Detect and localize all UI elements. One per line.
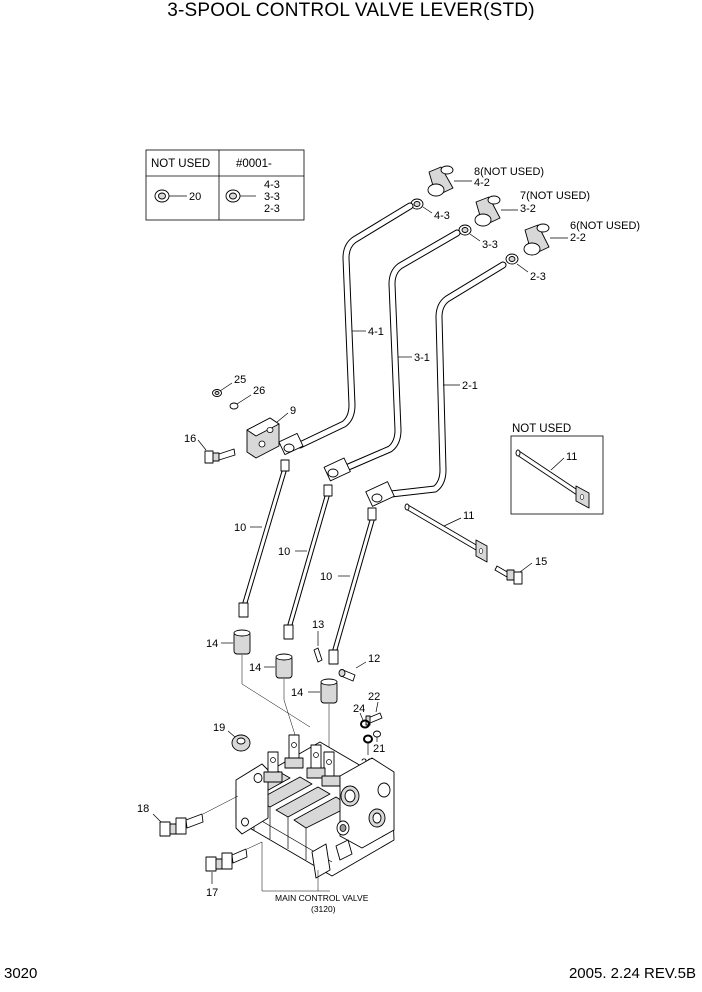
nut-icon	[505, 253, 519, 265]
nut-icon	[225, 189, 241, 203]
label-17: 17	[206, 887, 218, 899]
label-7: 7(NOT USED)	[520, 190, 590, 202]
washer-icon	[229, 402, 239, 410]
page-title: 3-SPOOL CONTROL VALVE LEVER(STD)	[167, 0, 535, 21]
main-valve-name: MAIN CONTROL VALVE	[275, 893, 369, 903]
label-2-1: 2-1	[462, 380, 478, 392]
label-16: 16	[184, 433, 196, 445]
label-14-b: 14	[249, 662, 261, 674]
label-18: 18	[137, 803, 149, 815]
knob-icon	[427, 165, 454, 197]
label-2-2: 2-2	[570, 232, 586, 244]
nut-icon	[458, 224, 472, 236]
not-used-box: NOT USED 11	[510, 423, 604, 515]
main-valve-ref: (3120)	[311, 904, 336, 914]
label-3-3: 3-3	[482, 239, 498, 251]
label-24: 24	[353, 703, 365, 715]
label-10-a: 10	[234, 522, 246, 534]
table-part-4-3: 4-3	[264, 179, 280, 191]
label-11: 11	[463, 510, 474, 522]
label-4-2: 4-2	[474, 177, 490, 189]
o-ring-icon	[363, 734, 373, 744]
nut-icon	[154, 189, 170, 203]
label-8: 8(NOT USED)	[474, 166, 544, 178]
label-26: 26	[253, 385, 265, 397]
pin-icon	[338, 669, 356, 682]
bolt-icon	[494, 565, 523, 585]
lever-icon	[365, 261, 507, 507]
label-12: 12	[368, 653, 380, 665]
nut-icon	[231, 734, 251, 752]
knob-icon	[523, 223, 550, 256]
label-2-3: 2-3	[530, 271, 546, 283]
label-10-b: 10	[278, 546, 290, 558]
label-3-1: 3-1	[414, 352, 430, 364]
knob-icon	[474, 195, 501, 227]
valve-icon	[235, 734, 395, 879]
boot-icon	[233, 629, 251, 655]
label-10-c: 10	[320, 571, 332, 583]
table-part-20: 20	[189, 191, 201, 203]
page-number: 3020	[4, 965, 38, 982]
label-4-3: 4-3	[434, 210, 450, 222]
lever-icon	[323, 229, 461, 482]
table-header-not-used: NOT USED	[151, 158, 210, 170]
rod-icon	[238, 459, 290, 618]
label-13: 13	[312, 619, 324, 631]
cotter-pin-icon	[313, 647, 323, 663]
label-19: 19	[213, 722, 225, 734]
label-6: 6(NOT USED)	[570, 220, 640, 232]
rod-icon	[283, 484, 333, 640]
label-14-c: 14	[291, 687, 303, 699]
label-4-1: 4-1	[368, 326, 384, 338]
table-part-3-3: 3-3	[264, 191, 280, 203]
not-used-part-11: 11	[566, 451, 577, 463]
revision-date: 2005. 2.24 REV.5B	[568, 965, 696, 982]
boot-icon	[275, 653, 293, 679]
label-25: 25	[234, 374, 246, 386]
label-3-2: 3-2	[520, 203, 536, 215]
table-header-serial: #0001-	[236, 158, 272, 170]
label-9: 9	[290, 405, 296, 417]
nut-icon	[212, 389, 222, 397]
nut-icon	[373, 730, 381, 738]
rod-icon	[328, 507, 377, 665]
label-21: 21	[373, 743, 385, 755]
boot-icon	[320, 678, 338, 704]
label-22: 22	[368, 691, 380, 703]
label-15: 15	[535, 556, 547, 568]
not-used-title: NOT USED	[512, 423, 571, 435]
bolt-icon	[159, 813, 204, 837]
nut-icon	[410, 198, 424, 210]
pin-icon	[404, 503, 488, 563]
usage-table: NOT USED #0001- 20 4-3 3-3 2-3	[145, 149, 305, 221]
bracket-icon	[246, 417, 280, 459]
lever-icon	[278, 202, 414, 456]
o-ring-icon	[360, 719, 370, 729]
label-14-a: 14	[206, 638, 218, 650]
bolt-icon	[205, 848, 248, 872]
bolt-icon	[204, 448, 236, 464]
table-part-2-3: 2-3	[264, 203, 280, 215]
